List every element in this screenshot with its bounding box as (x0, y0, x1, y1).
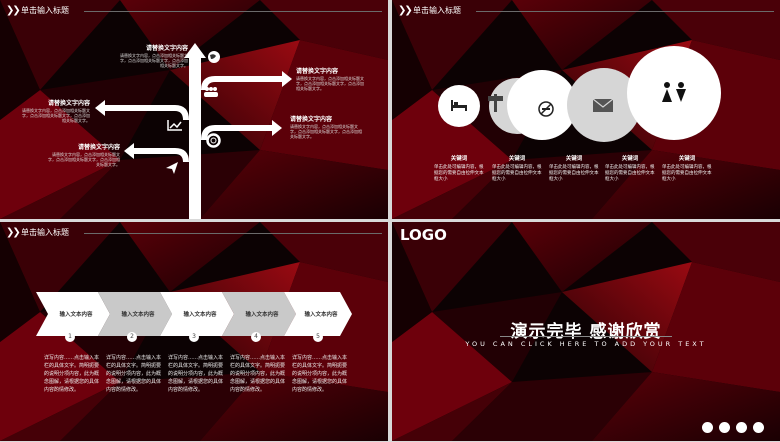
ending-rule (500, 336, 672, 337)
keyword-circle-5 (627, 46, 721, 140)
label-3: 请替换文字内容 请替换文字内容，点击添加相关标题文字，点击添加相关标题文字，点击… (22, 100, 90, 123)
chart-icon (167, 120, 182, 131)
step-desc-2: 详写内容……点击输入本栏的具体文字。简明扼要的说明分项内容，此为概念图解，请根据… (106, 355, 162, 393)
step-label-2[interactable]: 输入文本内容 (121, 312, 155, 318)
step-number-4: 4 (251, 332, 261, 342)
calendar-icon[interactable] (753, 422, 764, 433)
keyword-1[interactable]: 关键词 (450, 156, 468, 162)
keyword-desc-2: 单击此处可编辑内容，根据您的需要自由拉伸文本框大小 (492, 165, 542, 182)
keyword-circle-3 (507, 70, 577, 140)
chevrons-icon: ❯❯ (398, 5, 413, 16)
step-desc-1: 详写内容……点击输入本栏的具体文字。简明扼要的说明分项内容，此为概念图解，请根据… (44, 355, 100, 393)
no-smoking-icon (538, 101, 554, 117)
slide-keywords[interactable]: ❯❯ 单击输入标题 关键词 关键词 关键词 关键词 关键词 单击此处可编辑内容，… (392, 0, 780, 219)
keyword-5[interactable]: 关键词 (678, 156, 696, 162)
label-1: 请替换文字内容 请替换文字内容，点击添加相关标题文字，点击添加相关标题文字，点击… (120, 45, 188, 68)
step-number-2: 2 (127, 332, 137, 342)
ending-title[interactable]: 演示完毕 感谢欣赏 (510, 322, 662, 342)
step-label-1[interactable]: 输入文本内容 (59, 312, 93, 318)
keyword-desc-4: 单击此处可编辑内容，根据您的需要自由拉伸文本框大小 (605, 165, 655, 182)
label-2: 请替换文字内容 请替换文字内容，点击添加相关标题文字，点击添加相关标题文字，点击… (296, 68, 364, 91)
settings-icon[interactable] (719, 422, 730, 433)
slide-steps[interactable]: ❯❯ 单击输入标题 输入文本内容 输入文本内容 输入文本内容 输入文本内容 输入… (0, 222, 388, 441)
keyword-desc-5: 单击此处可编辑内容，根据您的需要自由拉伸文本框大小 (662, 165, 712, 182)
chevrons-icon: ❯❯ (6, 5, 21, 16)
keyword-desc-1: 单击此处可编辑内容，根据您的需要自由拉伸文本框大小 (434, 165, 484, 182)
ending-subtitle[interactable]: YOU CAN CLICK HERE TO ADD YOUR TEXT (465, 340, 707, 348)
book-icon[interactable] (702, 422, 713, 433)
step-number-5: 5 (313, 332, 323, 342)
step-desc-3: 详写内容……点击输入本栏的具体文字。简明扼要的说明分项内容，此为概念图解，请根据… (168, 355, 224, 393)
people-icon (204, 87, 218, 97)
step-chevrons (36, 292, 352, 336)
logo: LOGO (400, 226, 447, 244)
label-5: 请替换文字内容 请替换文字内容，点击添加相关标题文字，点击添加相关标题文字，点击… (48, 144, 120, 167)
header-rule (84, 11, 382, 12)
step-label-4[interactable]: 输入文本内容 (245, 312, 279, 318)
keyword-2[interactable]: 关键词 (508, 156, 526, 162)
header-rule (84, 233, 382, 234)
pin-icon[interactable] (736, 422, 747, 433)
keyword-3[interactable]: 关键词 (565, 156, 583, 162)
header-rule (476, 11, 774, 12)
keyword-4[interactable]: 关键词 (621, 156, 639, 162)
slide-header: ❯❯ 单击输入标题 (0, 222, 388, 244)
chevrons-icon: ❯❯ (6, 227, 21, 238)
keyword-desc-3: 单击此处可编辑内容，根据您的需要自由拉伸文本框大小 (549, 165, 599, 182)
step-label-3[interactable]: 输入文本内容 (183, 312, 217, 318)
step-desc-5: 详写内容……点击输入本栏的具体文字。简明扼要的说明分项内容，此为概念图解，请根据… (292, 355, 348, 393)
signpost-icon (488, 94, 503, 112)
send-icon (166, 162, 178, 174)
bed-icon (451, 100, 467, 111)
label-4: 请替换文字内容 请替换文字内容，点击添加相关标题文字，点击添加相关标题文字，点击… (290, 116, 362, 139)
envelope-icon (592, 98, 614, 112)
signpost-diagram (95, 43, 292, 219)
step-number-1: 1 (65, 332, 75, 342)
restroom-icon (662, 82, 686, 102)
lifebuoy-icon (206, 133, 221, 148)
slide-title[interactable]: 单击输入标题 (21, 228, 69, 237)
slide-title[interactable]: 单击输入标题 (21, 6, 69, 15)
step-number-3: 3 (189, 332, 199, 342)
slide-roadmap[interactable]: ❯❯ 单击输入标题 请替换文字内容 请替换文字内容，点击添加相关标题文字，点击添… (0, 0, 388, 219)
globe-icon (208, 51, 220, 63)
step-desc-4: 详写内容……点击输入本栏的具体文字。简明扼要的说明分项内容，此为概念图解，请根据… (230, 355, 286, 393)
slide-ending[interactable]: LOGO 演示完毕 感谢欣赏 YOU CAN CLICK HERE TO ADD… (392, 222, 780, 441)
slide-header: ❯❯ 单击输入标题 (0, 0, 388, 22)
slide-title[interactable]: 单击输入标题 (413, 6, 461, 15)
slide-header: ❯❯ 单击输入标题 (392, 0, 780, 22)
step-label-5[interactable]: 输入文本内容 (304, 312, 338, 318)
